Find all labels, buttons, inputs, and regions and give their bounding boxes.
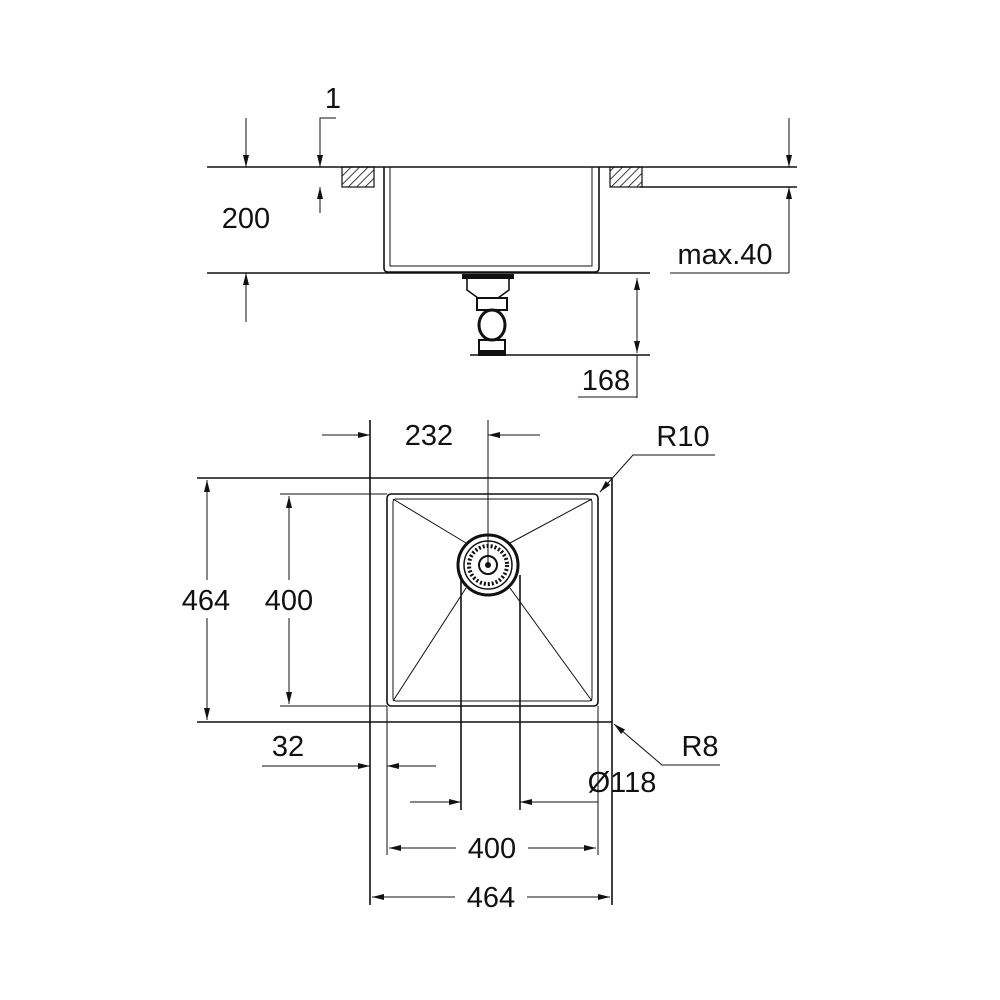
- drain-trap: [462, 274, 514, 356]
- dim-inner-width-label: 400: [468, 833, 516, 865]
- sink-basin-inner: [389, 167, 593, 267]
- dim-drain-offset-label: 232: [405, 420, 453, 452]
- dim-rim-thickness-label: 1: [325, 83, 341, 115]
- dim-1-leader: [319, 117, 336, 140]
- dim-depth-label: 200: [222, 203, 270, 235]
- dim-countertop-max-label: max.40: [677, 239, 772, 271]
- dim-inner-depth-label: 400: [265, 585, 313, 617]
- dim-outer-radius-label: R8: [681, 731, 718, 763]
- section-view: 1 200 max.40 168: [207, 83, 797, 398]
- dim-outer-depth-label: 464: [182, 585, 230, 617]
- dim-inner-radius-label: R10: [656, 421, 709, 453]
- dim-drain-height-label: 168: [582, 365, 630, 397]
- inner-basin-outline: [386, 493, 599, 707]
- dim-rim-width-label: 32: [272, 731, 304, 763]
- dim-r10-leader: [599, 454, 715, 493]
- dim-outer-width-label: 464: [467, 882, 515, 914]
- sink-basin-section: [383, 167, 600, 273]
- basin-slope-lines: [392, 498, 593, 702]
- plan-view: 232 R10 R8 464 400 32 Ø118 400 464: [182, 420, 720, 914]
- countertop-hatch-left: [341, 166, 375, 188]
- countertop-hatch-right: [609, 166, 643, 188]
- inner-basin-floor: [392, 498, 593, 702]
- dim-r8-leader: [613, 723, 720, 766]
- dim-drain-diameter-label: Ø118: [588, 767, 657, 799]
